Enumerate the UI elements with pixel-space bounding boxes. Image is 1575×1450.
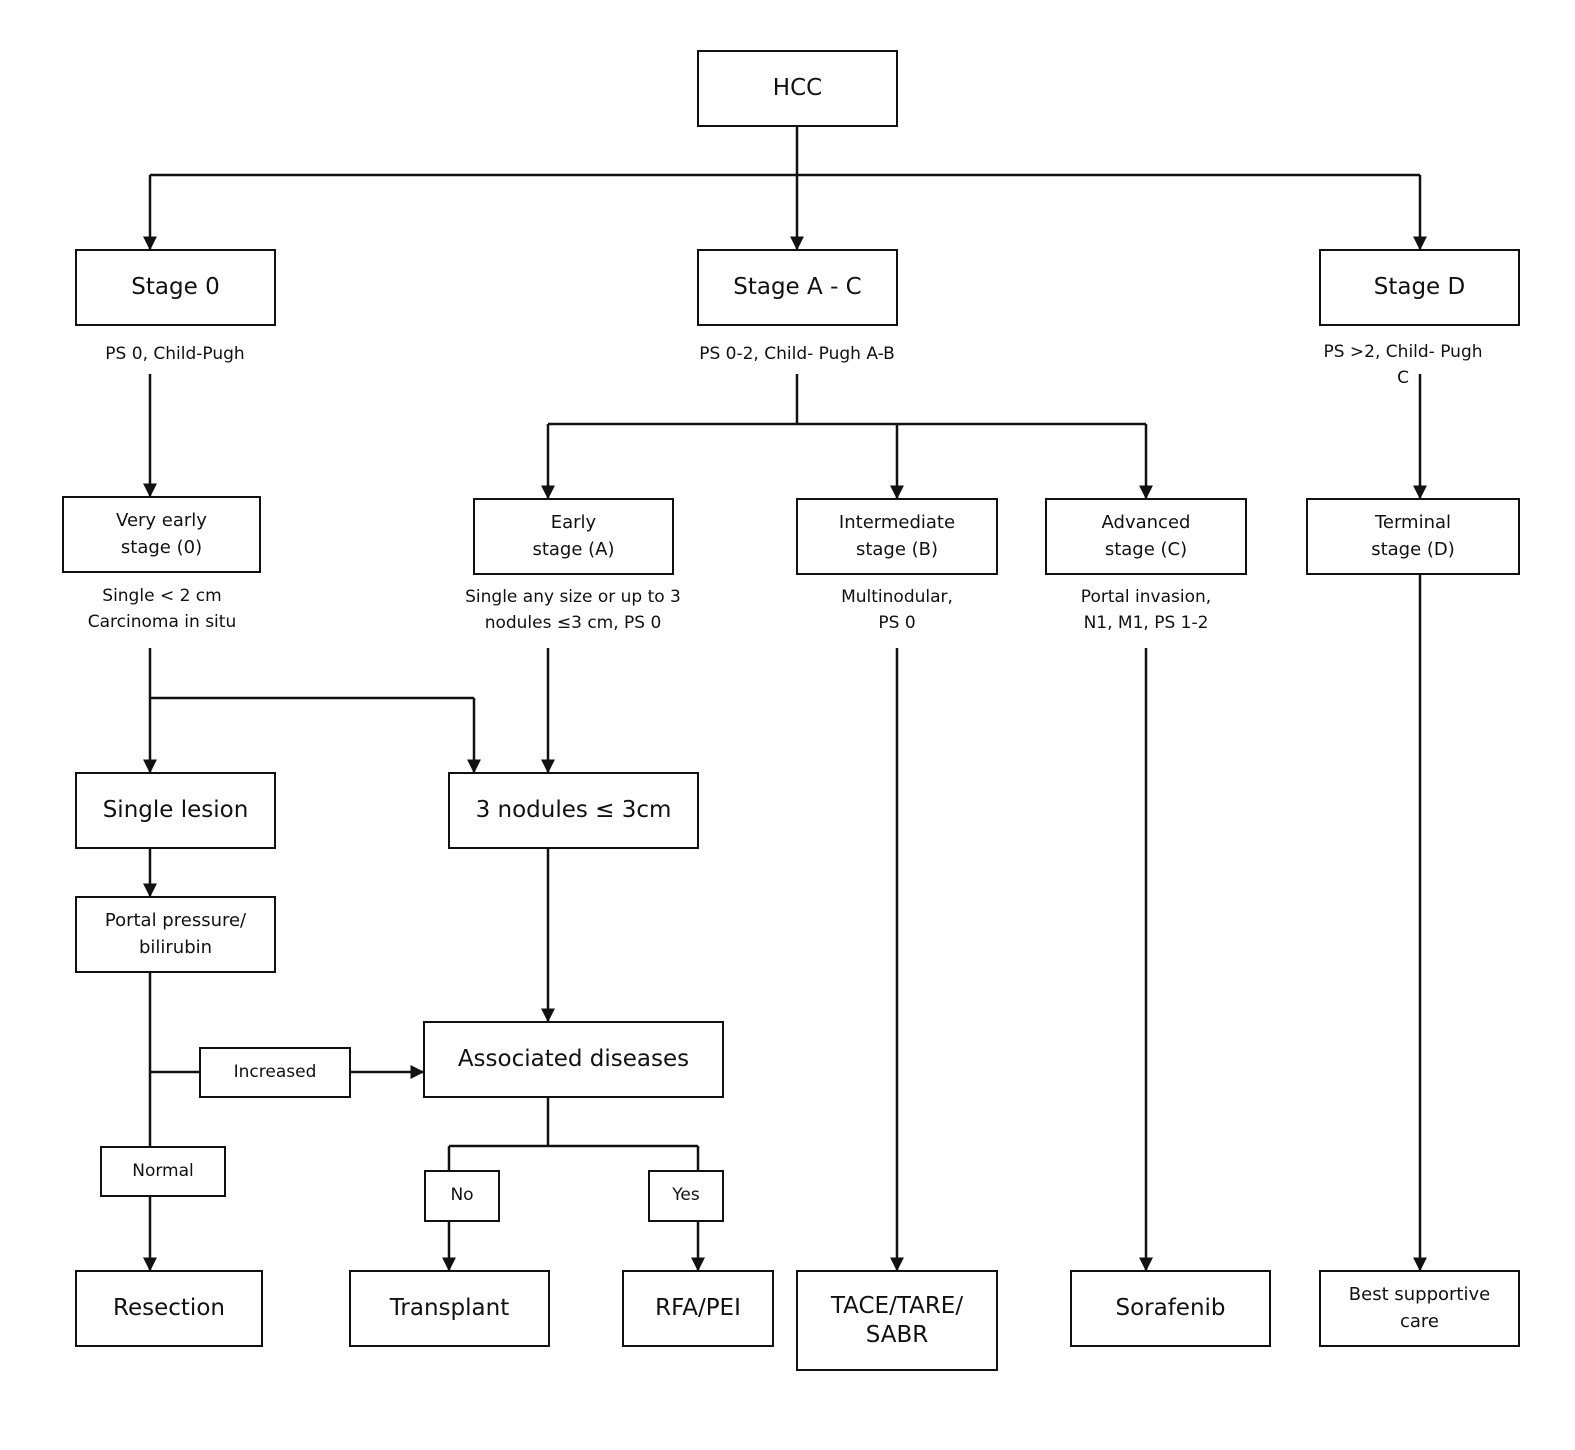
associated-diseases-node: Associated diseases — [423, 1021, 724, 1098]
stage-d-node: Stage D — [1319, 249, 1520, 326]
resection-node: Resection — [75, 1270, 263, 1347]
advanced-stage-node: Advanced stage (C) — [1045, 498, 1247, 575]
advanced-criteria: Portal invasion, N1, M1, PS 1-2 — [1080, 587, 1212, 633]
stage-d-criteria: PS >2, Child- Pugh C — [1323, 342, 1483, 388]
single-lesion-node: Single lesion — [75, 772, 276, 849]
terminal-stage-node: Terminal stage (D) — [1306, 498, 1520, 575]
stage-0-node: Stage 0 — [75, 249, 276, 326]
increased-label: Increased — [199, 1047, 351, 1098]
transplant-node: Transplant — [349, 1270, 550, 1347]
sorafenib-node: Sorafenib — [1070, 1270, 1271, 1347]
hcc-node: HCC — [697, 50, 898, 127]
yes-label: Yes — [648, 1170, 724, 1222]
intermediate-criteria: Multinodular, PS 0 — [841, 587, 953, 633]
stage-a-c-node: Stage A - C — [697, 249, 898, 326]
stage-a-c-criteria: PS 0-2, Child- Pugh A-B — [699, 344, 895, 364]
very-early-criteria: Single < 2 cm Carcinoma in situ — [87, 586, 237, 632]
portal-pressure-node: Portal pressure/ bilirubin — [75, 896, 276, 973]
very-early-stage-node: Very early stage (0) — [62, 496, 261, 573]
no-label: No — [424, 1170, 500, 1222]
three-nodules-node: 3 nodules ≤ 3cm — [448, 772, 699, 849]
best-supportive-care-node: Best supportive care — [1319, 1270, 1520, 1347]
tace-tare-sabr-node: TACE/TARE/ SABR — [796, 1270, 998, 1371]
early-stage-node: Early stage (A) — [473, 498, 674, 575]
rfa-pei-node: RFA/PEI — [622, 1270, 774, 1347]
stage-0-criteria: PS 0, Child-Pugh — [105, 344, 245, 364]
normal-label: Normal — [100, 1146, 226, 1197]
early-criteria: Single any size or up to 3 nodules ≤3 cm… — [465, 587, 681, 633]
intermediate-stage-node: Intermediate stage (B) — [796, 498, 998, 575]
